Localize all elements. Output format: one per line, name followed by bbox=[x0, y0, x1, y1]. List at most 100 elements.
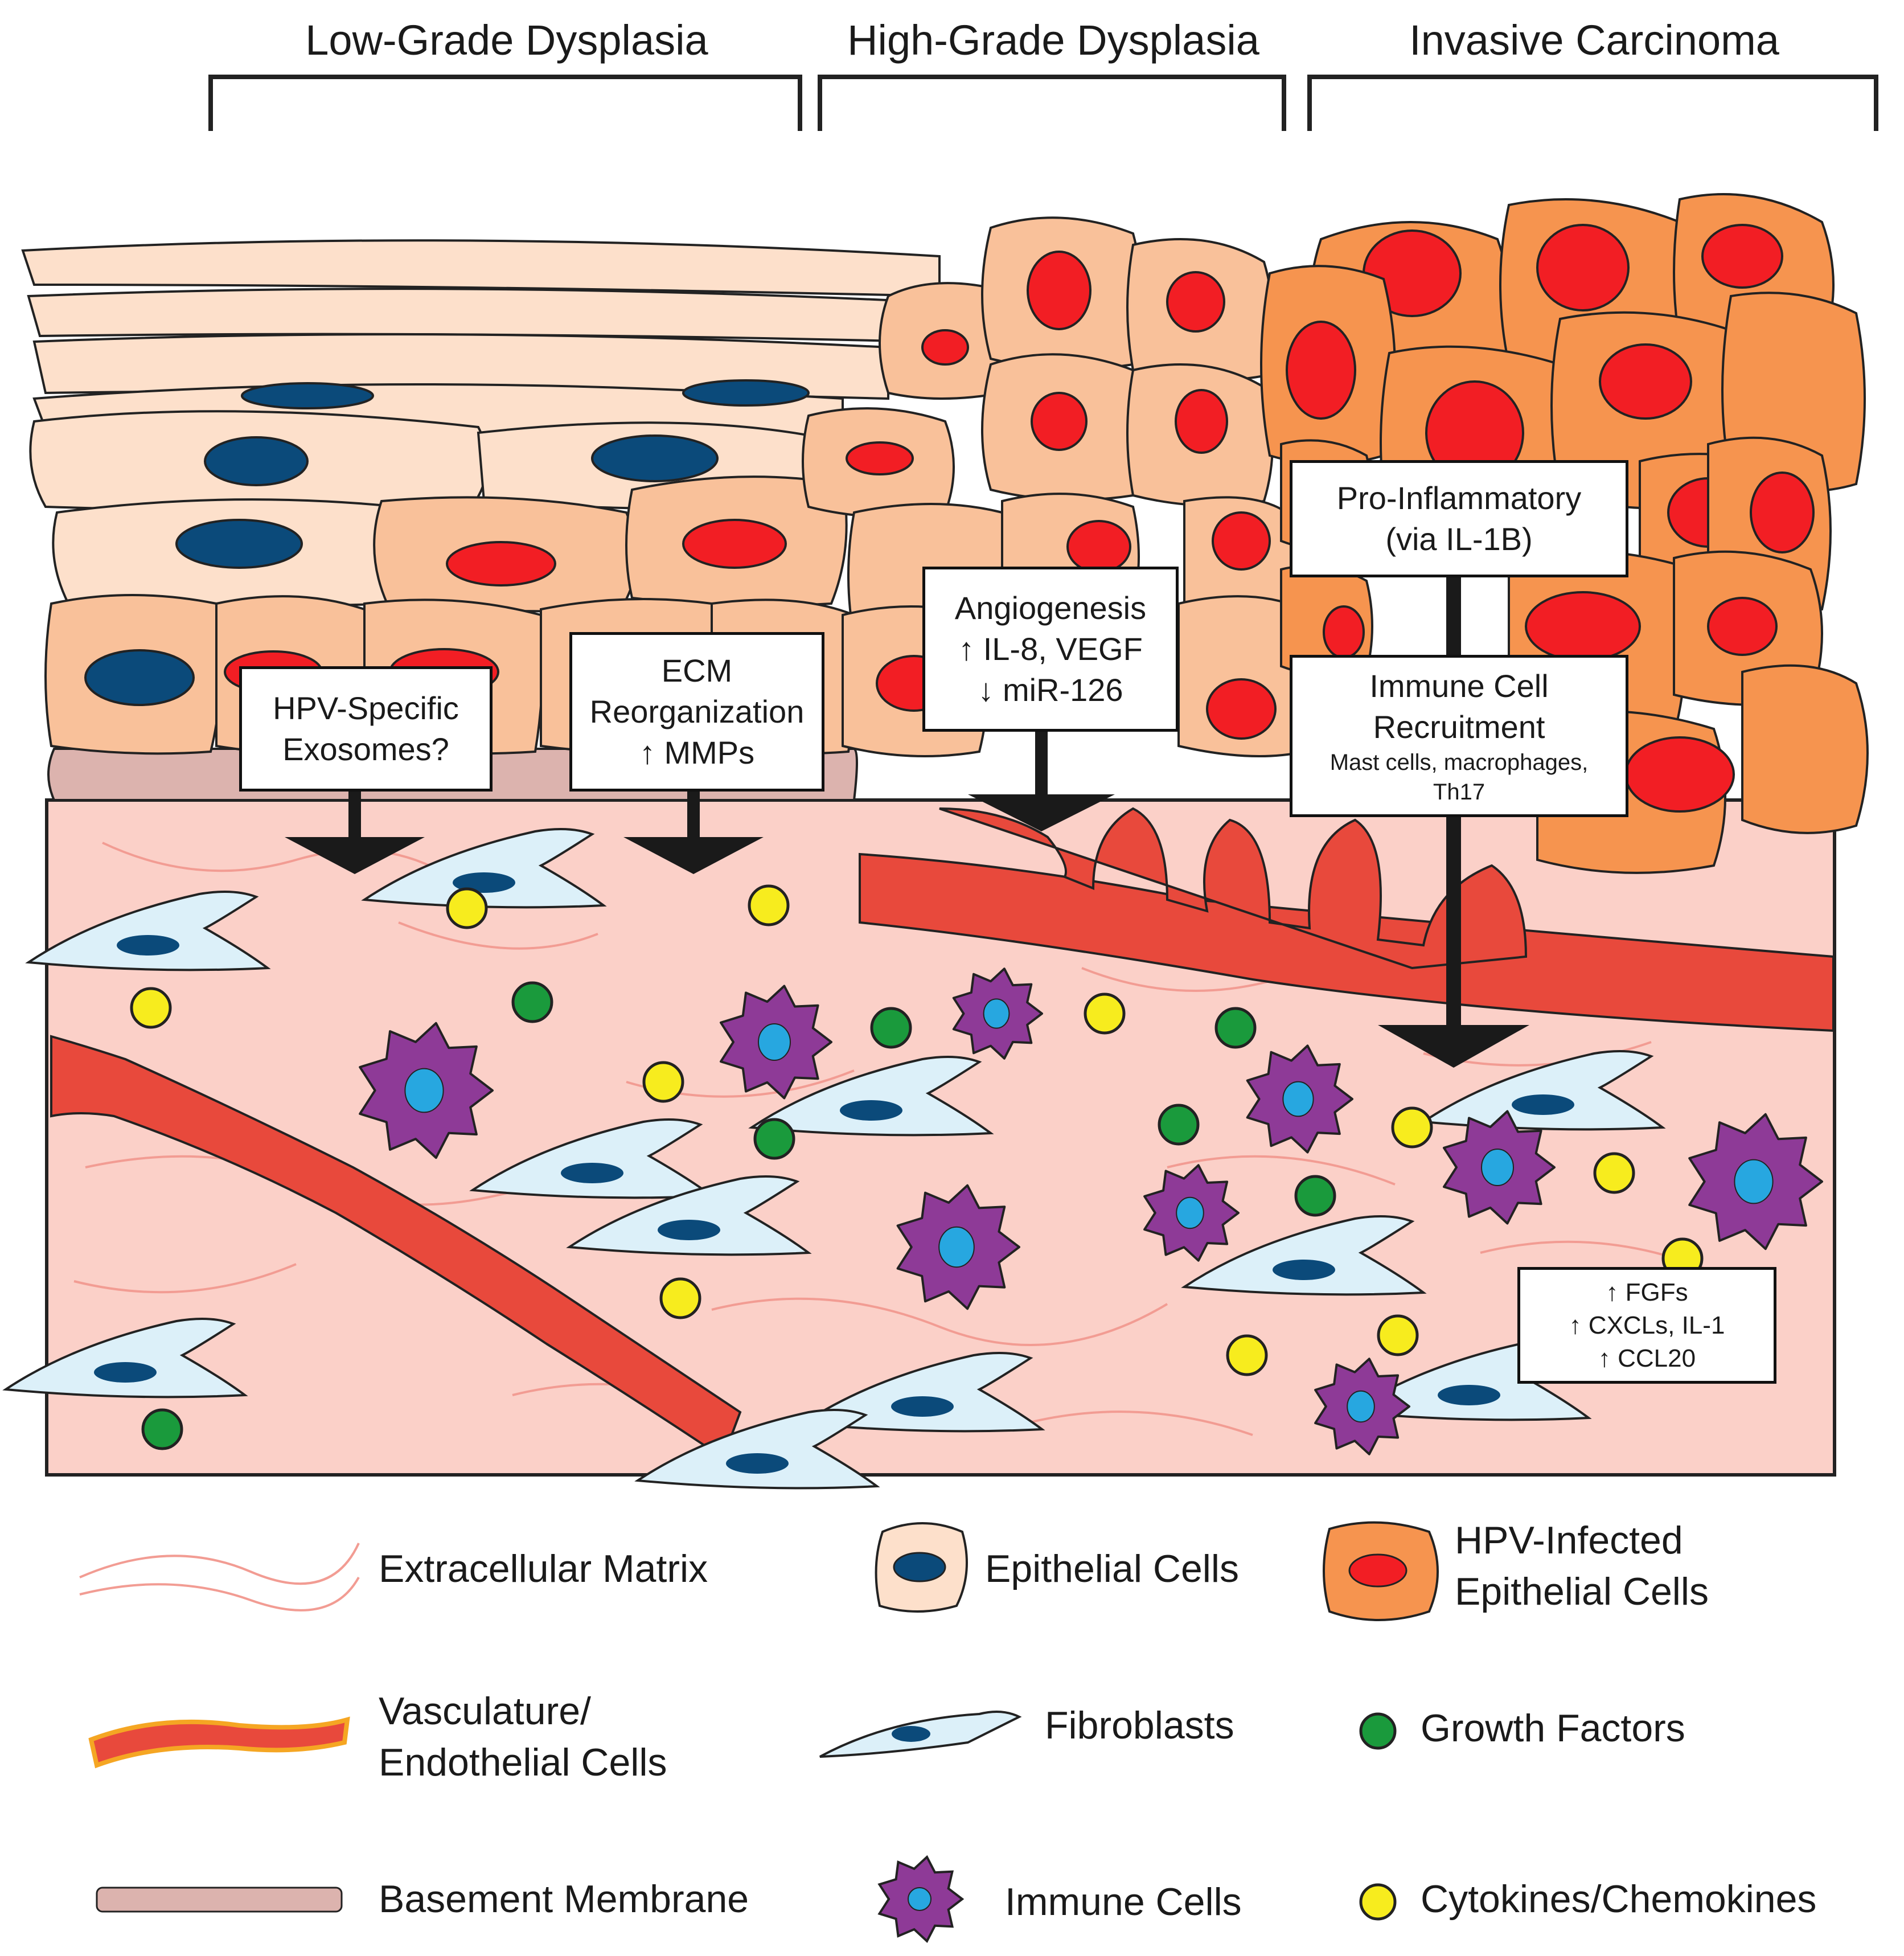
legend-label-immune-cells: Immune Cells bbox=[1005, 1880, 1242, 1924]
bracket-low-grade bbox=[208, 75, 802, 131]
cytokine bbox=[1226, 1334, 1268, 1376]
box-inflam-line2: (via IL-1B) bbox=[1385, 521, 1533, 557]
box-immune-line3: Mast cells, macrophages, bbox=[1329, 749, 1589, 775]
nucleus bbox=[175, 519, 303, 569]
legend-label-basement-membrane: Basement Membrane bbox=[379, 1877, 749, 1921]
stage-brackets bbox=[208, 75, 1878, 131]
growth-factor bbox=[1158, 1104, 1200, 1146]
cytokine bbox=[446, 887, 488, 929]
nucleus bbox=[241, 382, 374, 409]
vasculature bbox=[50, 807, 1835, 1460]
bracket-high-grade bbox=[818, 75, 1286, 131]
immune-cell bbox=[1246, 1044, 1353, 1154]
arrow-ecm bbox=[623, 786, 764, 874]
fibroblast bbox=[566, 1175, 812, 1256]
arrow-inflammatory bbox=[1378, 575, 1529, 1068]
box-pro-inflammatory: Pro-Inflammatory (via IL-1B) bbox=[1290, 460, 1628, 577]
legend-swatches bbox=[79, 1521, 1439, 1943]
box-angio-line3: ↓ miR-126 bbox=[978, 672, 1123, 708]
legend-label-ecm: Extracellular Matrix bbox=[379, 1547, 708, 1590]
legend-label-growth-factors: Growth Factors bbox=[1421, 1707, 1685, 1750]
legend-label-epithelial: Epithelial Cells bbox=[985, 1547, 1239, 1590]
blood-vessel-left bbox=[50, 1035, 742, 1460]
fibroblast bbox=[469, 1118, 715, 1199]
box-angio-line1: Angiogenesis bbox=[954, 590, 1147, 626]
nucleus bbox=[682, 519, 787, 569]
immune-cell bbox=[952, 967, 1043, 1060]
stage-title-invasive: Invasive Carcinoma bbox=[1409, 17, 1779, 64]
molecule-group bbox=[130, 884, 1704, 1450]
stage-title-high-grade: High-Grade Dysplasia bbox=[847, 17, 1259, 64]
cytokine bbox=[748, 884, 790, 926]
box-exosomes-line2: Exosomes? bbox=[282, 731, 449, 767]
box-immune-line1: Immune Cell bbox=[1369, 667, 1549, 704]
box-hpv-exosomes: HPV-Specific Exosomes? bbox=[239, 666, 493, 792]
box-angio-line2: ↑ IL-8, VEGF bbox=[958, 631, 1143, 667]
legend-label-hpv-line1: HPV-Infected bbox=[1455, 1519, 1683, 1562]
legend-vessel-swatch bbox=[88, 1716, 350, 1769]
immune-cell bbox=[1688, 1113, 1823, 1250]
arrow-exosomes bbox=[285, 786, 425, 874]
fibroblast bbox=[2, 1318, 248, 1399]
nucleus bbox=[204, 436, 309, 486]
box-factors-line1: ↑ FGFs bbox=[1606, 1278, 1688, 1306]
immune-cell bbox=[1143, 1164, 1240, 1262]
growth-factor bbox=[870, 1007, 912, 1049]
fibroblast bbox=[634, 1409, 880, 1490]
fibroblast bbox=[1181, 1215, 1427, 1296]
immune-cell bbox=[720, 985, 832, 1100]
box-immune-line4: Th17 bbox=[1433, 779, 1486, 805]
fibroblast-group bbox=[2, 828, 1666, 1490]
legend-ecm-swatch bbox=[79, 1543, 360, 1611]
growth-factor bbox=[141, 1408, 183, 1450]
legend-immune-swatch bbox=[877, 1855, 965, 1943]
arrow-angiogenesis bbox=[968, 729, 1115, 831]
fibroblast bbox=[748, 1056, 994, 1137]
immune-cell-group bbox=[359, 967, 1823, 1455]
box-ecm-reorganization: ECM Reorganization ↑ MMPs bbox=[569, 632, 824, 792]
growth-factor bbox=[1214, 1007, 1257, 1049]
box-ecm-line3: ↑ MMPs bbox=[639, 735, 755, 770]
cytokine bbox=[642, 1061, 684, 1103]
box-angiogenesis: Angiogenesis ↑ IL-8, VEGF ↓ miR-126 bbox=[922, 567, 1179, 732]
nucleus bbox=[682, 379, 810, 407]
legend-label-cytokines: Cytokines/Chemokines bbox=[1421, 1877, 1817, 1921]
fibroblast bbox=[799, 1352, 1045, 1433]
fibroblast bbox=[25, 891, 271, 971]
legend-epithelial-swatch bbox=[875, 1522, 968, 1613]
legend-label-fibroblasts: Fibroblasts bbox=[1045, 1704, 1234, 1747]
cytokine bbox=[1593, 1152, 1635, 1194]
legend-label-hpv-line2: Epithelial Cells bbox=[1455, 1570, 1709, 1613]
nucleus bbox=[446, 541, 556, 587]
box-factors-line3: ↑ CCL20 bbox=[1598, 1344, 1696, 1372]
box-ecm-line1: ECM bbox=[661, 653, 733, 688]
box-ecm-line2: Reorganization bbox=[589, 694, 805, 729]
nucleus bbox=[591, 434, 719, 482]
box-immune-recruitment: Immune Cell Recruitment Mast cells, macr… bbox=[1290, 655, 1628, 817]
cytokine bbox=[1084, 993, 1126, 1035]
nucleus bbox=[84, 649, 195, 706]
box-exosomes-line1: HPV-Specific bbox=[273, 690, 459, 726]
legend-fibroblast-swatch bbox=[819, 1711, 1022, 1758]
stage-title-low-grade: Low-Grade Dysplasia bbox=[305, 17, 708, 64]
growth-factor bbox=[1294, 1175, 1336, 1217]
immune-cell bbox=[1314, 1358, 1410, 1455]
cytokine bbox=[130, 987, 172, 1029]
immune-cell bbox=[359, 1022, 494, 1159]
arrows bbox=[285, 575, 1529, 1068]
legend-label-vasculature-line1: Vasculature/ bbox=[379, 1690, 591, 1733]
cytokine bbox=[1377, 1314, 1419, 1356]
bracket-invasive bbox=[1307, 75, 1878, 131]
box-immune-line2: Recruitment bbox=[1373, 708, 1545, 745]
box-factors: ↑ FGFs ↑ CXCLs, IL-1 ↑ CCL20 bbox=[1517, 1267, 1776, 1384]
legend-hpv-swatch bbox=[1323, 1521, 1439, 1621]
growth-factor bbox=[753, 1118, 795, 1160]
legend-basement-swatch bbox=[96, 1887, 343, 1913]
fibroblast bbox=[1420, 1050, 1666, 1131]
immune-cell bbox=[896, 1184, 1020, 1310]
box-factors-line2: ↑ CXCLs, IL-1 bbox=[1569, 1311, 1725, 1339]
legend-cytokine-swatch bbox=[1359, 1883, 1397, 1921]
box-inflam-line1: Pro-Inflammatory bbox=[1336, 480, 1582, 516]
cytokine bbox=[659, 1277, 701, 1319]
